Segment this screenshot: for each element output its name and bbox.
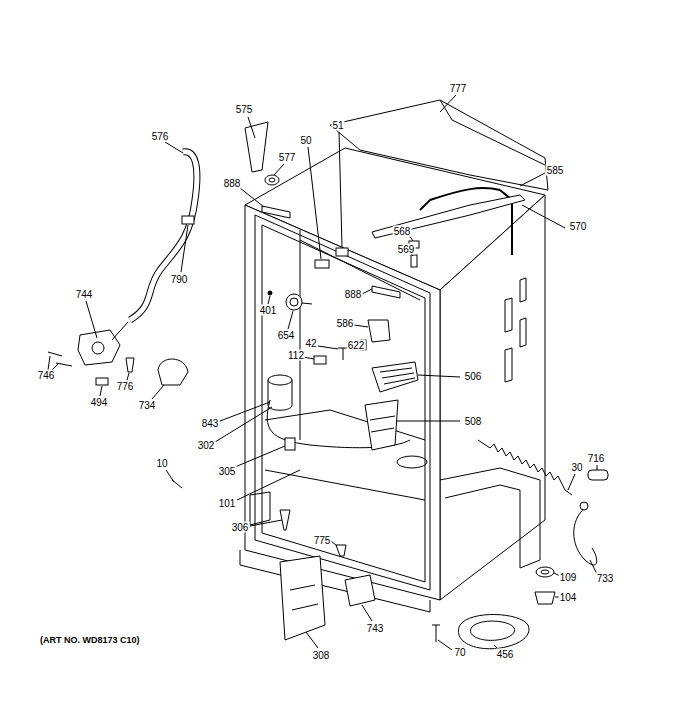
callout-number: 888	[344, 289, 363, 300]
callout-number: 42	[304, 338, 317, 349]
callout-number: 10	[155, 458, 168, 469]
callout-number: 508	[464, 416, 483, 427]
callout-number: 50	[299, 135, 312, 146]
callout-number: 654	[277, 330, 296, 341]
callout-number: 575	[235, 104, 254, 115]
callout-number: 776	[116, 381, 135, 392]
callout-number: 577	[278, 152, 297, 163]
callout-number: 494	[90, 397, 109, 408]
callout-number: 734	[138, 400, 157, 411]
callout-number: 112	[287, 350, 305, 361]
callout-number: 746	[37, 370, 56, 381]
callout-number: 569	[397, 244, 416, 255]
callout-number: 506	[464, 371, 483, 382]
callout-number: 104	[559, 592, 578, 603]
callout-number: 743	[366, 623, 385, 634]
callout-number: 775	[313, 535, 332, 546]
callout-number: 744	[75, 289, 94, 300]
callout-number: 306	[231, 522, 250, 533]
callout-number: 109	[559, 572, 578, 583]
callout-number: 716	[587, 453, 606, 464]
callout-number: 585	[546, 165, 565, 176]
callout-number: 790	[170, 274, 189, 285]
callout-number: 570	[569, 221, 588, 232]
callout-number: 622	[347, 340, 366, 351]
callout-number: 586	[336, 318, 355, 329]
callout-number: 30	[570, 462, 583, 473]
callout-number: 456	[496, 649, 515, 660]
callout-number: 888	[223, 178, 242, 189]
callout-number: 777	[449, 83, 468, 94]
callout-number: 70	[453, 647, 466, 658]
callout-number: 401	[259, 305, 278, 316]
callout-number: 51	[331, 120, 344, 131]
art-number-caption: (ART NO. WD8173 C10)	[40, 635, 140, 645]
callout-number: 733	[596, 573, 615, 584]
callout-number: 302	[197, 440, 216, 451]
callout-number: 568	[393, 226, 412, 237]
callout-number: 576	[151, 131, 170, 142]
callout-number: 843	[201, 418, 220, 429]
callout-number: 308	[312, 650, 331, 661]
callout-number: 101	[218, 498, 237, 509]
callout-number: 305	[218, 466, 237, 477]
